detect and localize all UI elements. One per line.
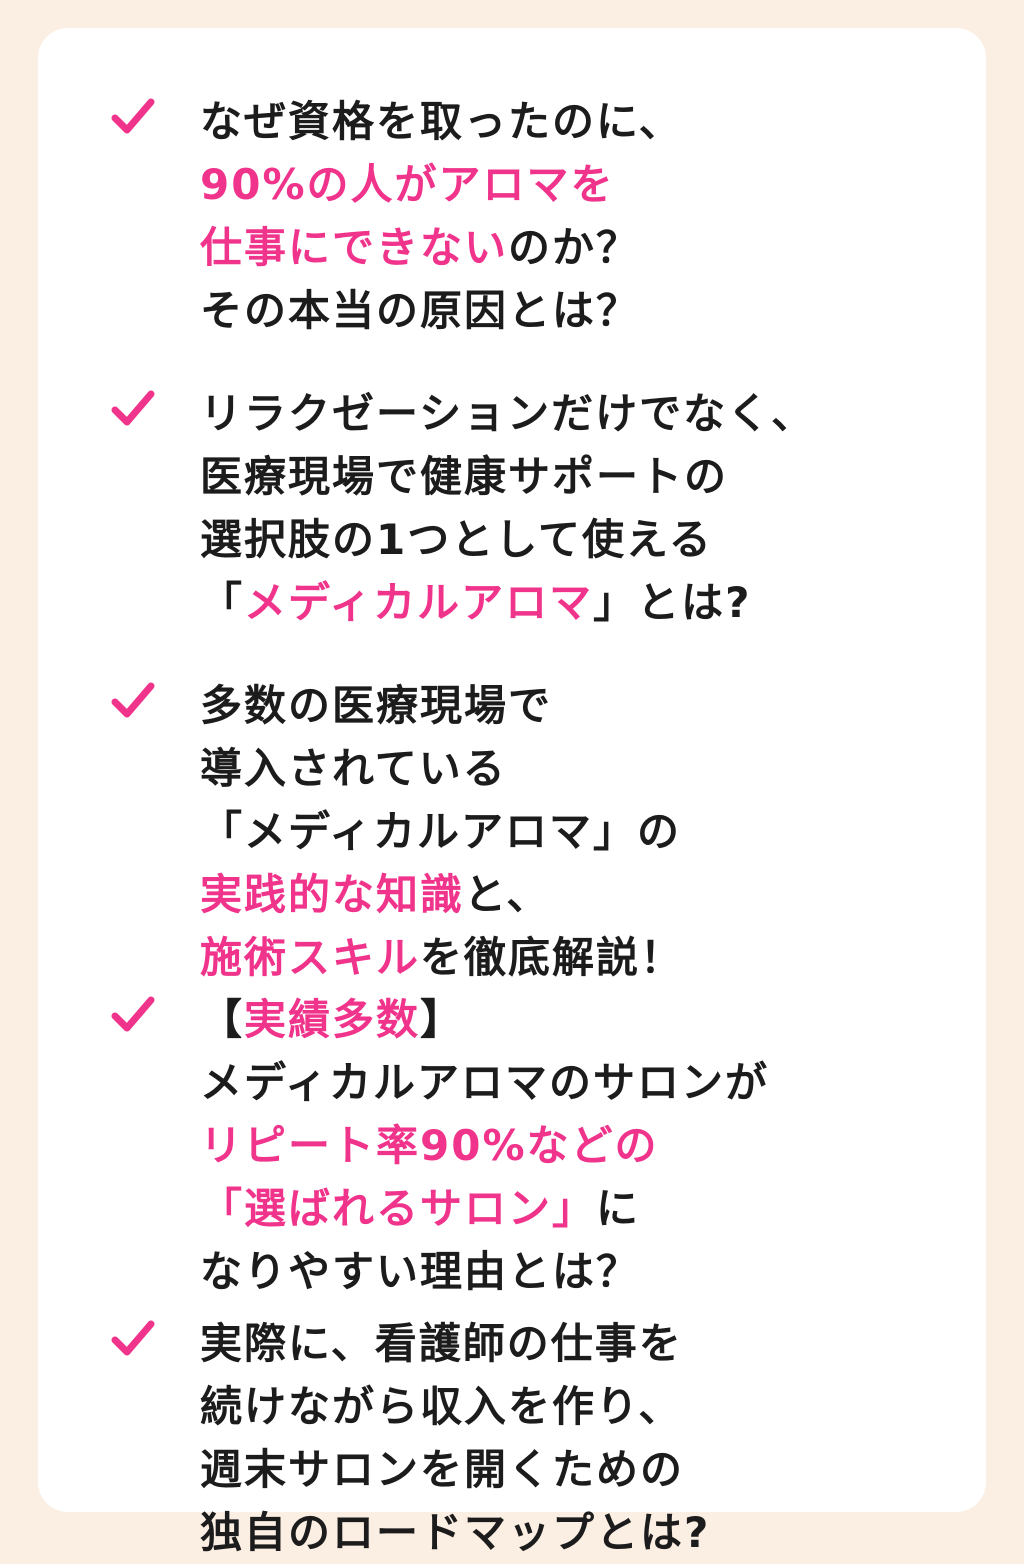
text-line: なぜ資格を取ったのに、 [200,90,960,153]
highlight-text: 90%の人がアロマを [200,160,615,209]
body-text: なぜ資格を取ったのに、 [200,97,683,146]
checkmark-icon [111,390,155,426]
text-line: なりやすい理由とは？ [200,1240,960,1303]
body-text: 【 [200,995,245,1044]
body-text: 続けながら収入を作り、 [200,1382,683,1431]
text-line: 多数の医療現場で [200,674,960,737]
highlight-text: 「選ばれるサロン」 [200,1184,597,1233]
text-line: リラクゼーションだけでなく、 [200,382,960,445]
checklist-item-text: 【実績多数】メディカルアロマのサロンがリピート率90%などの「選ばれるサロン」に… [200,988,960,1303]
body-text: 独自のロードマップとは? [200,1508,711,1557]
text-line: 実践的な知識と、 [200,863,960,926]
checkmark-icon [111,996,155,1032]
body-text: その本当の原因とは？ [200,286,641,335]
body-text: 】 [420,995,465,1044]
text-line: 医療現場で健康サポートの [200,445,960,508]
text-line: 続けながら収入を作り、 [200,1375,960,1438]
body-text: に [596,1184,641,1233]
text-line: 導入されている [200,737,960,800]
text-line: 【実績多数】 [200,988,960,1051]
body-text: 「 [200,578,245,627]
body-text: リラクゼーションだけでなく、 [200,389,816,438]
body-text: 医療現場で健康サポートの [200,452,729,501]
body-text: 導入されている [200,744,507,793]
text-line: 選択肢の1つとして使える [200,508,960,571]
checkmark-icon [111,682,155,718]
checklist-item-text: なぜ資格を取ったのに、90%の人がアロマを仕事にできないのか？その本当の原因とは… [200,90,960,342]
body-text: 実際に、看護師の仕事を [200,1319,683,1368]
body-text: 」とは? [593,578,752,627]
text-line: その本当の原因とは？ [200,279,960,342]
text-line: 仕事にできないのか？ [200,216,960,279]
text-line: メディカルアロマのサロンが [200,1051,960,1114]
text-line: 「メディカルアロマ」の [200,800,960,863]
body-text: 「メディカルアロマ」の [200,807,682,856]
text-line: 施術スキルを徹底解説！ [200,926,960,989]
checklist-item-text: 実際に、看護師の仕事を続けながら収入を作り、週末サロンを開くための独自のロードマ… [200,1312,960,1564]
highlight-text: 仕事にできない [200,223,509,272]
highlight-text: リピート率90%などの [200,1121,659,1170]
checkmark-icon [111,98,155,134]
text-line: 独自のロードマップとは? [200,1501,960,1564]
text-line: 「メディカルアロマ」とは? [200,571,960,634]
highlight-text: 施術スキル [200,933,421,982]
body-text: を徹底解説！ [420,933,685,982]
text-line: 「選ばれるサロン」に [200,1177,960,1240]
text-line: 90%の人がアロマを [200,153,960,216]
text-line: 週末サロンを開くための [200,1438,960,1501]
text-line: 実際に、看護師の仕事を [200,1312,960,1375]
highlight-text: 実績多数 [244,995,421,1044]
text-line: リピート率90%などの [200,1114,960,1177]
checklist-item-text: リラクゼーションだけでなく、医療現場で健康サポートの選択肢の1つとして使える「メ… [200,382,960,634]
body-text: のか？ [508,223,641,272]
body-text: と、 [464,870,551,919]
highlight-text: メディカルアロマ [244,578,594,627]
highlight-text: 実践的な知識 [200,870,465,919]
body-text: メディカルアロマのサロンが [200,1058,770,1107]
body-text: 週末サロンを開くための [200,1445,685,1494]
content-card: なぜ資格を取ったのに、90%の人がアロマを仕事にできないのか？その本当の原因とは… [38,28,986,1557]
body-text: 多数の医療現場で [200,681,553,730]
body-text: なりやすい理由とは？ [200,1247,641,1296]
checkmark-icon [111,1320,155,1356]
checklist-item-text: 多数の医療現場で導入されている「メディカルアロマ」の実践的な知識と、施術スキルを… [200,674,960,989]
body-text: 選択肢の1つとして使える [200,515,713,564]
